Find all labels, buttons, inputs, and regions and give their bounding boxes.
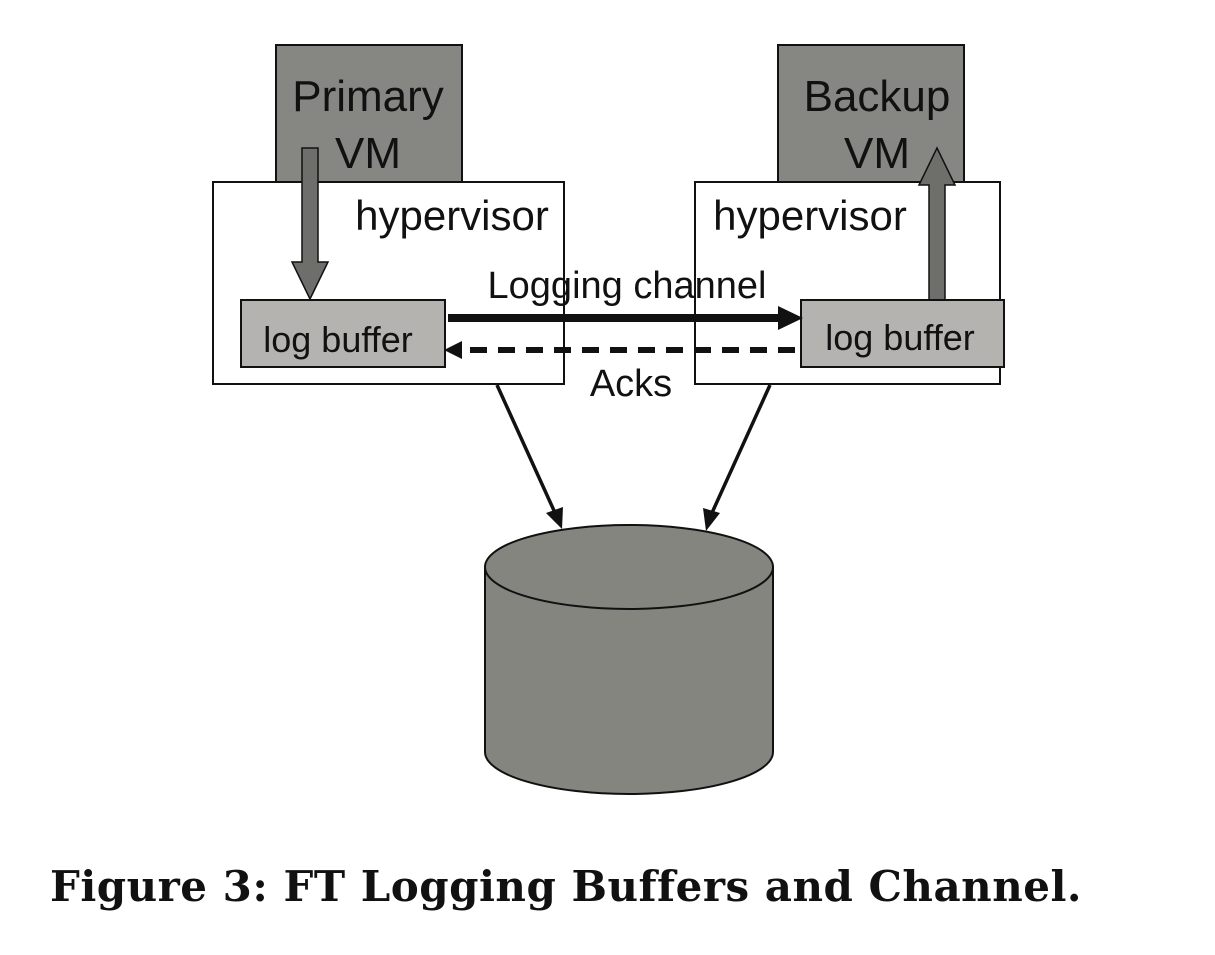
backup-hypervisor-label: hypervisor: [713, 192, 907, 239]
backup-vm-label-line2: VM: [844, 129, 910, 178]
backup-log-buffer: log buffer: [800, 299, 1005, 368]
primary-vm-label-line1: Primary: [292, 72, 444, 121]
primary-hypervisor-label: hypervisor: [355, 192, 549, 239]
primary-to-disk-arrow: [495, 384, 563, 529]
figure-caption: Figure 3: FT Logging Buffers and Channel…: [50, 862, 1083, 911]
logging-channel-label: Logging channel: [488, 265, 767, 307]
backup-log-buffer-label: log buffer: [825, 317, 974, 358]
shared-disk-icon: [484, 524, 774, 795]
acks-arrow: [444, 341, 795, 359]
acks-label: Acks: [590, 363, 672, 405]
backup-vm-label-line1: Backup: [804, 72, 951, 121]
primary-to-buffer-arrow: [290, 147, 330, 301]
backup-to-disk-arrow: [703, 384, 772, 531]
primary-log-buffer-label: log buffer: [263, 319, 412, 360]
buffer-to-backup-arrow: [917, 146, 957, 301]
primary-vm-label-line2: VM: [335, 129, 401, 178]
primary-log-buffer: log buffer: [240, 299, 446, 368]
logging-channel-arrow: [448, 306, 803, 330]
